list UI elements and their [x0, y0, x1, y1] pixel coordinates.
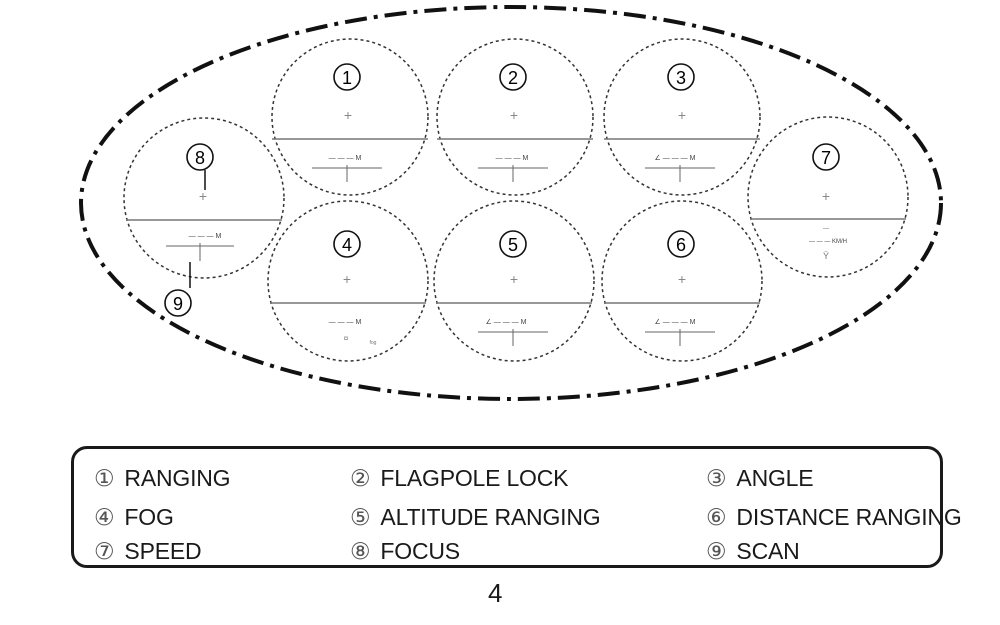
- svg-text:— — — KM/H: — — — KM/H: [809, 239, 847, 245]
- mode-legend: ① RANGING ② FLAGPOLE LOCK ③ ANGLE ④ FOG …: [71, 446, 962, 568]
- legend-item-scan: ⑨ SCAN: [706, 538, 800, 565]
- legend-item-focus: ⑧ FOCUS: [350, 538, 460, 565]
- svg-text:— — — M: — — — M: [329, 155, 362, 162]
- mode-number-2: 2: [508, 68, 518, 88]
- viewfinder-altitude-ranging: 5 + ∠ — — — M: [433, 200, 595, 362]
- legend-number-4: ④: [94, 504, 115, 531]
- legend-label-fog: FOG: [124, 504, 174, 530]
- legend-number-6: ⑥: [706, 504, 727, 531]
- legend-item-altitude-ranging: ⑤ ALTITUDE RANGING: [350, 504, 601, 531]
- svg-text:+: +: [343, 271, 351, 287]
- legend-item-fog: ④ FOG: [94, 504, 174, 531]
- display-modes-diagram: 1 + — — — M 2 + — — — M 3 + ∠ — — — M 7 …: [79, 5, 943, 401]
- svg-text:fog: fog: [370, 340, 377, 346]
- svg-text:— — — M: — — — M: [329, 319, 362, 326]
- viewfinder-distance-ranging: 6 + ∠ — — — M: [601, 200, 763, 362]
- legend-number-8: ⑧: [350, 538, 371, 565]
- svg-text:+: +: [678, 271, 686, 287]
- svg-text:Ÿ: Ÿ: [823, 251, 829, 261]
- legend-item-speed: ⑦ SPEED: [94, 538, 202, 565]
- viewfinder-focus: 8 + — — — M 9: [123, 117, 285, 317]
- page-number: 4: [488, 578, 503, 608]
- viewfinder-fog: 4 + — — — M ¤ fog: [267, 200, 429, 362]
- mode-number-8: 8: [195, 148, 205, 168]
- mode-number-5: 5: [508, 235, 518, 255]
- svg-text:+: +: [822, 188, 830, 204]
- legend-item-angle: ③ ANGLE: [706, 465, 814, 492]
- svg-text:— — — M: — — — M: [496, 155, 529, 162]
- viewfinder-flagpole-lock: 2 + — — — M: [436, 38, 594, 196]
- svg-text:+: +: [344, 107, 352, 123]
- legend-item-distance-ranging: ⑥ DISTANCE RANGING: [706, 504, 962, 531]
- mode-number-9: 9: [173, 294, 183, 314]
- legend-number-2: ②: [350, 465, 371, 492]
- svg-text:— — — M: — — — M: [189, 233, 222, 240]
- legend-label-speed: SPEED: [124, 538, 202, 564]
- viewfinder-angle: 3 + ∠ — — — M: [603, 38, 761, 196]
- legend-number-9: ⑨: [706, 538, 727, 565]
- svg-text:+: +: [510, 271, 518, 287]
- legend-label-altitude-ranging: ALTITUDE RANGING: [380, 504, 601, 530]
- legend-item-flagpole-lock: ② FLAGPOLE LOCK: [350, 465, 568, 492]
- outer-ellipse: [79, 5, 943, 401]
- legend-label-flagpole-lock: FLAGPOLE LOCK: [380, 465, 569, 491]
- svg-text:+: +: [510, 107, 518, 123]
- mode-number-7: 7: [821, 148, 831, 168]
- svg-text:¤: ¤: [344, 334, 349, 343]
- mode-number-1: 1: [342, 68, 352, 88]
- mode-number-4: 4: [342, 235, 352, 255]
- svg-text:—: —: [823, 226, 829, 232]
- svg-text:+: +: [199, 188, 207, 204]
- legend-label-scan: SCAN: [736, 538, 800, 564]
- legend-number-1: ①: [94, 465, 115, 492]
- svg-text:∠ — — — M: ∠ — — — M: [655, 318, 696, 326]
- mode-number-3: 3: [676, 68, 686, 88]
- legend-number-5: ⑤: [350, 504, 371, 531]
- legend-label-ranging: RANGING: [124, 465, 231, 491]
- legend-number-3: ③: [706, 465, 727, 492]
- legend-label-distance-ranging: DISTANCE RANGING: [736, 504, 962, 530]
- viewfinder-speed: 7 + — — — — KM/H Ÿ: [747, 116, 909, 278]
- legend-label-focus: FOCUS: [380, 538, 460, 564]
- legend-label-angle: ANGLE: [736, 465, 814, 491]
- legend-item-ranging: ① RANGING: [94, 465, 231, 492]
- legend-number-7: ⑦: [94, 538, 115, 565]
- svg-text:+: +: [678, 107, 686, 123]
- mode-number-6: 6: [676, 235, 686, 255]
- svg-text:∠ — — — M: ∠ — — — M: [486, 318, 527, 326]
- svg-text:∠ — — — M: ∠ — — — M: [655, 154, 696, 162]
- viewfinder-ranging: 1 + — — — M: [271, 38, 429, 196]
